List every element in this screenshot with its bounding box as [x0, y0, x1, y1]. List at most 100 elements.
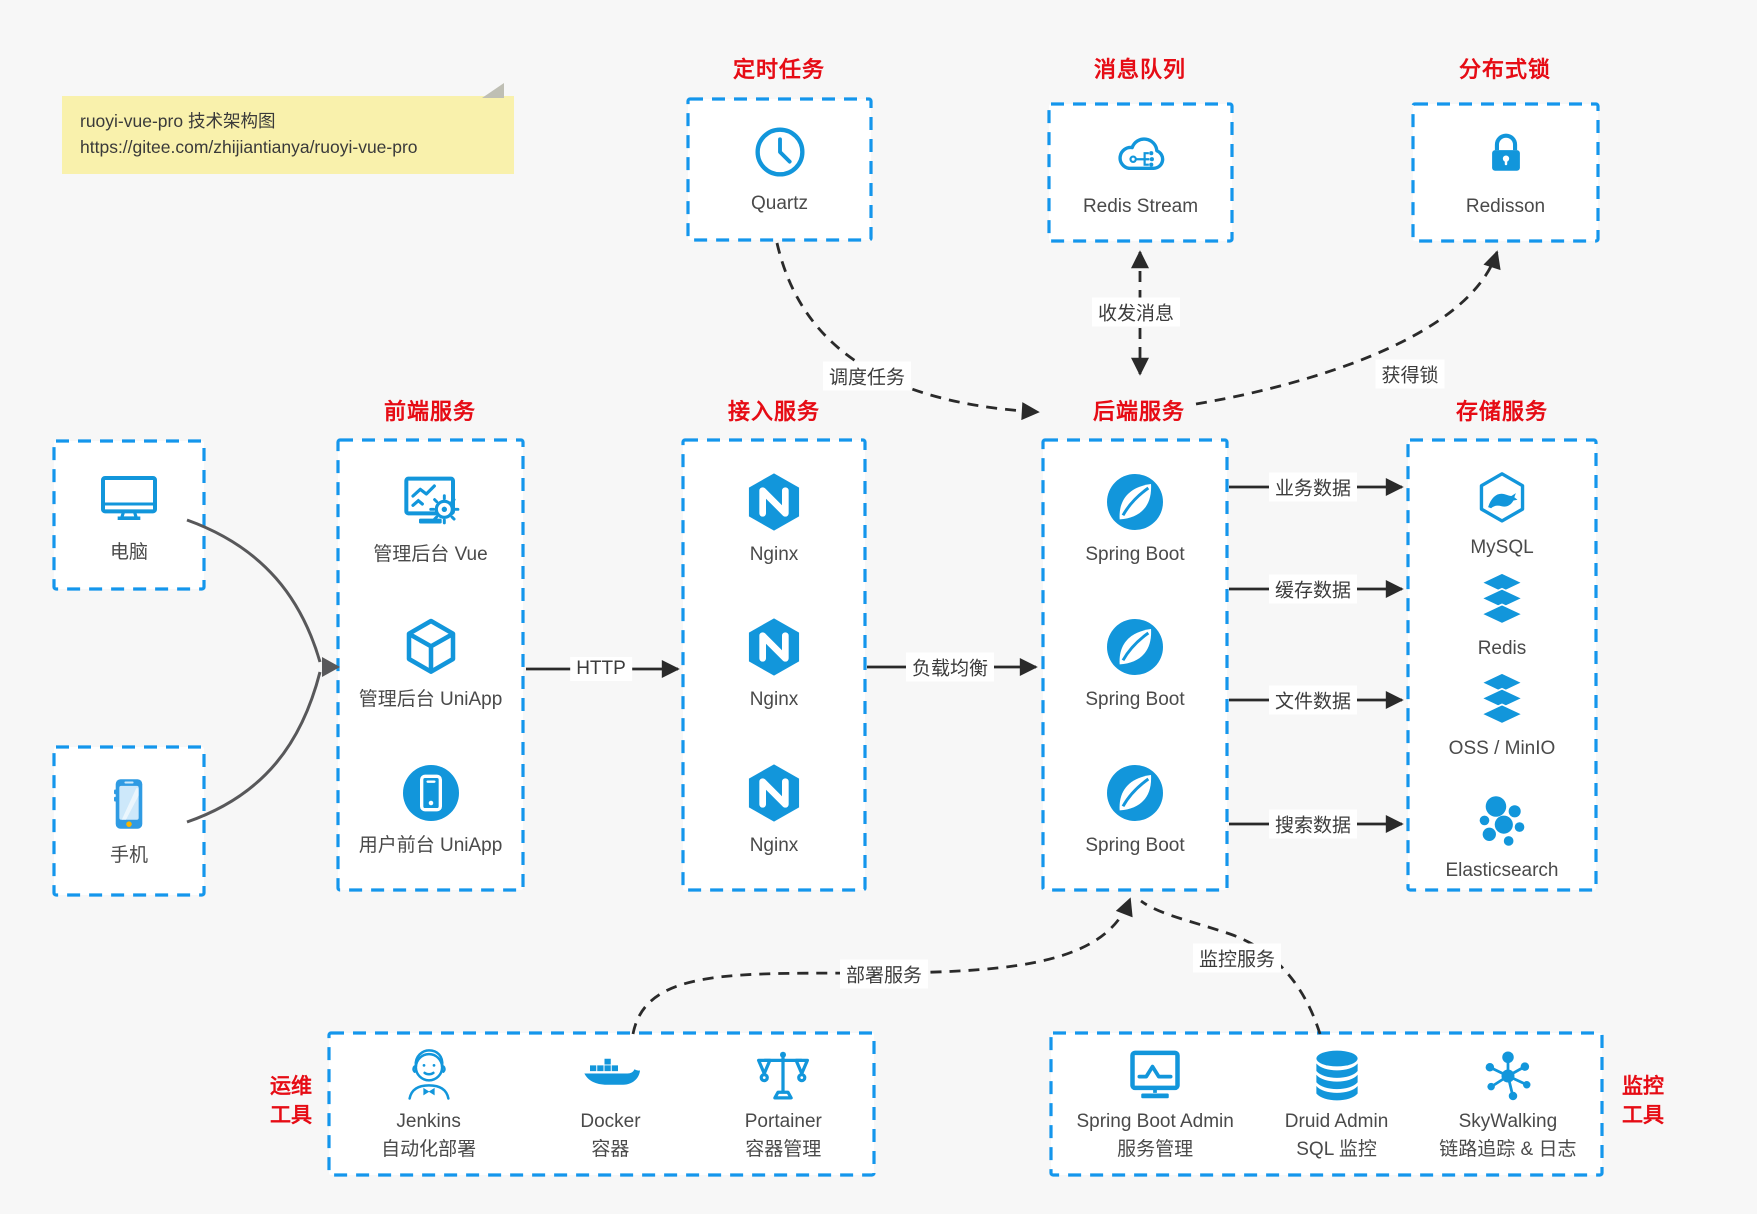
- sticky-note: ruoyi-vue-pro 技术架构图 https://gitee.com/zh…: [62, 83, 514, 174]
- cache-data-label: 缓存数据: [1268, 574, 1358, 604]
- note-fold-corner: [482, 83, 504, 98]
- elasticsearch-label: Elasticsearch: [1445, 860, 1559, 881]
- column-storage: MySQL Redis OSS / MinIO Elasticsearch: [1408, 440, 1596, 890]
- node-skywalking: SkyWalking 链路追踪 & 日志: [1439, 1046, 1576, 1162]
- node-spring-boot-2: Spring Boot: [1043, 615, 1227, 712]
- spring-boot-icon: [1103, 615, 1167, 679]
- nginx-icon: [742, 615, 806, 679]
- druid-admin-label: Druid Admin: [1284, 1111, 1389, 1132]
- title-distributed-lock: 分布式锁: [1458, 57, 1552, 82]
- note-title: ruoyi-vue-pro 技术架构图: [80, 111, 276, 131]
- oss-minio-label: OSS / MinIO: [1448, 738, 1556, 759]
- node-nginx-3: Nginx: [683, 761, 865, 858]
- monitor-service-label: 监控服务: [1192, 943, 1282, 973]
- vue-admin-icon: [399, 470, 463, 534]
- lock-icon: [1477, 126, 1535, 184]
- client-computer: 电脑: [54, 441, 204, 589]
- monitor-tools-title-line1: 监控: [1622, 1075, 1664, 1098]
- phone-to-frontend-line: [186, 671, 322, 824]
- nginx-icon: [742, 470, 806, 534]
- mysql-label: MySQL: [1470, 537, 1534, 558]
- cloud-stream-icon: [1112, 126, 1170, 184]
- monitor-service-arrow: [1140, 899, 1322, 1035]
- spring-boot-admin-sublabel: 服务管理: [1117, 1139, 1194, 1160]
- spring-boot-label: Spring Boot: [1085, 689, 1185, 710]
- column-gateway: Nginx Nginx Nginx: [683, 440, 865, 890]
- spring-boot-admin-label: Spring Boot Admin: [1076, 1111, 1234, 1132]
- group-ops-tools: Jenkins 自动化部署 Docker 容器 Portainer 容器管理: [329, 1033, 874, 1175]
- uniapp-user-label: 用户前台 UniApp: [358, 835, 503, 856]
- spring-boot-label: Spring Boot: [1085, 544, 1185, 565]
- portainer-icon: [753, 1046, 813, 1106]
- ops-tools-box: [327, 1031, 876, 1177]
- vue-admin-label: 管理后台 Vue: [373, 544, 488, 565]
- redis-stack-icon: [1473, 570, 1531, 628]
- computer-to-frontend-line: [186, 518, 322, 663]
- distributed-lock-box: [1411, 102, 1600, 243]
- send-receive-message-label: 收发消息: [1091, 297, 1181, 327]
- quartz-label: Quartz: [750, 193, 809, 214]
- schedule-task-arrow: [775, 242, 1040, 421]
- redis-stream-label: Redis Stream: [1082, 196, 1199, 217]
- skywalking-icon: [1478, 1046, 1538, 1106]
- nginx-label: Nginx: [749, 544, 799, 565]
- skywalking-label: SkyWalking: [1458, 1111, 1558, 1132]
- title-backend: 后端服务: [1092, 399, 1186, 424]
- title-message-queue: 消息队列: [1093, 57, 1187, 82]
- deploy-service-label: 部署服务: [839, 959, 929, 989]
- node-spring-boot-3: Spring Boot: [1043, 761, 1227, 858]
- spring-boot-icon: [1103, 470, 1167, 534]
- column-backend: Spring Boot Spring Boot Spring Boot: [1043, 440, 1227, 890]
- node-oss-minio: OSS / MinIO: [1408, 670, 1596, 761]
- group-message-queue: Redis Stream: [1049, 104, 1232, 241]
- redis-label: Redis: [1477, 638, 1527, 659]
- uniapp-admin-label: 管理后台 UniApp: [358, 689, 503, 710]
- computer-box: [52, 439, 206, 591]
- jenkins-icon: [399, 1046, 459, 1106]
- druid-admin-sublabel: SQL 监控: [1296, 1139, 1377, 1160]
- node-uniapp-admin: 管理后台 UniApp: [338, 615, 523, 712]
- nginx-icon: [742, 761, 806, 825]
- title-frontend: 前端服务: [383, 399, 477, 424]
- clock-icon: [751, 123, 809, 181]
- node-mysql: MySQL: [1408, 469, 1596, 560]
- phone-label: 手机: [109, 844, 148, 866]
- node-spring-boot-1: Spring Boot: [1043, 470, 1227, 567]
- computer-label: 电脑: [109, 541, 148, 563]
- note-url: https://gitee.com/zhijiantianya/ruoyi-vu…: [80, 137, 418, 157]
- schedule-task-label: 调度任务: [822, 361, 912, 391]
- title-scheduled-task: 定时任务: [732, 57, 826, 82]
- docker-icon: [580, 1046, 640, 1106]
- ops-tools-title-line2: 工具: [270, 1104, 312, 1127]
- docker-sublabel: 容器: [591, 1139, 630, 1160]
- mysql-icon: [1473, 469, 1531, 527]
- storage-box: [1406, 438, 1598, 892]
- clients-arrowhead: [322, 657, 340, 677]
- node-vue-admin: 管理后台 Vue: [338, 470, 523, 567]
- ops-tools-title-line1: 运维: [270, 1075, 312, 1098]
- monitor-tools-title-line2: 工具: [1622, 1104, 1664, 1127]
- redisson-label: Redisson: [1465, 196, 1546, 217]
- title-gateway: 接入服务: [727, 399, 821, 424]
- portainer-sublabel: 容器管理: [745, 1139, 822, 1160]
- search-data-label: 搜索数据: [1268, 809, 1358, 839]
- group-scheduled-task: Quartz: [688, 99, 871, 240]
- scheduled-task-box: [686, 97, 873, 242]
- title-storage: 存储服务: [1455, 399, 1549, 424]
- node-uniapp-user: 用户前台 UniApp: [338, 761, 523, 858]
- node-nginx-1: Nginx: [683, 470, 865, 567]
- phone-icon: [100, 775, 158, 833]
- acquire-lock-label: 获得锁: [1375, 359, 1445, 389]
- nginx-label: Nginx: [749, 689, 799, 710]
- spring-boot-icon: [1103, 761, 1167, 825]
- elasticsearch-icon: [1473, 792, 1531, 850]
- mobile-circle-icon: [399, 761, 463, 825]
- node-nginx-2: Nginx: [683, 615, 865, 712]
- monitor-tools-box: [1049, 1031, 1604, 1177]
- node-jenkins: Jenkins 自动化部署: [381, 1046, 476, 1162]
- skywalking-sublabel: 链路追踪 & 日志: [1439, 1139, 1577, 1160]
- portainer-label: Portainer: [744, 1111, 822, 1132]
- message-queue-box: [1047, 102, 1234, 243]
- load-balancing-label: 负载均衡: [905, 652, 995, 682]
